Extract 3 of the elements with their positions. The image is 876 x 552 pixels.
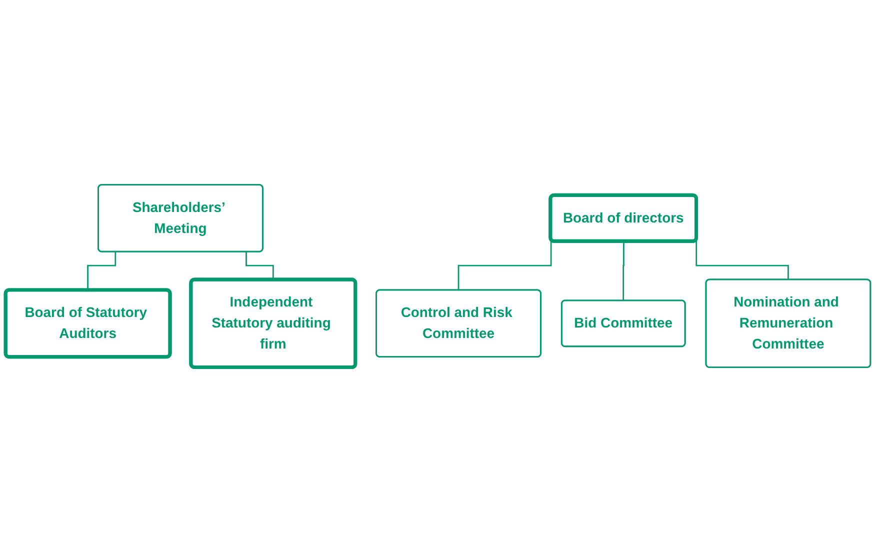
- connector: [622, 242, 624, 302]
- connector: [458, 239, 552, 291]
- connector: [696, 239, 790, 281]
